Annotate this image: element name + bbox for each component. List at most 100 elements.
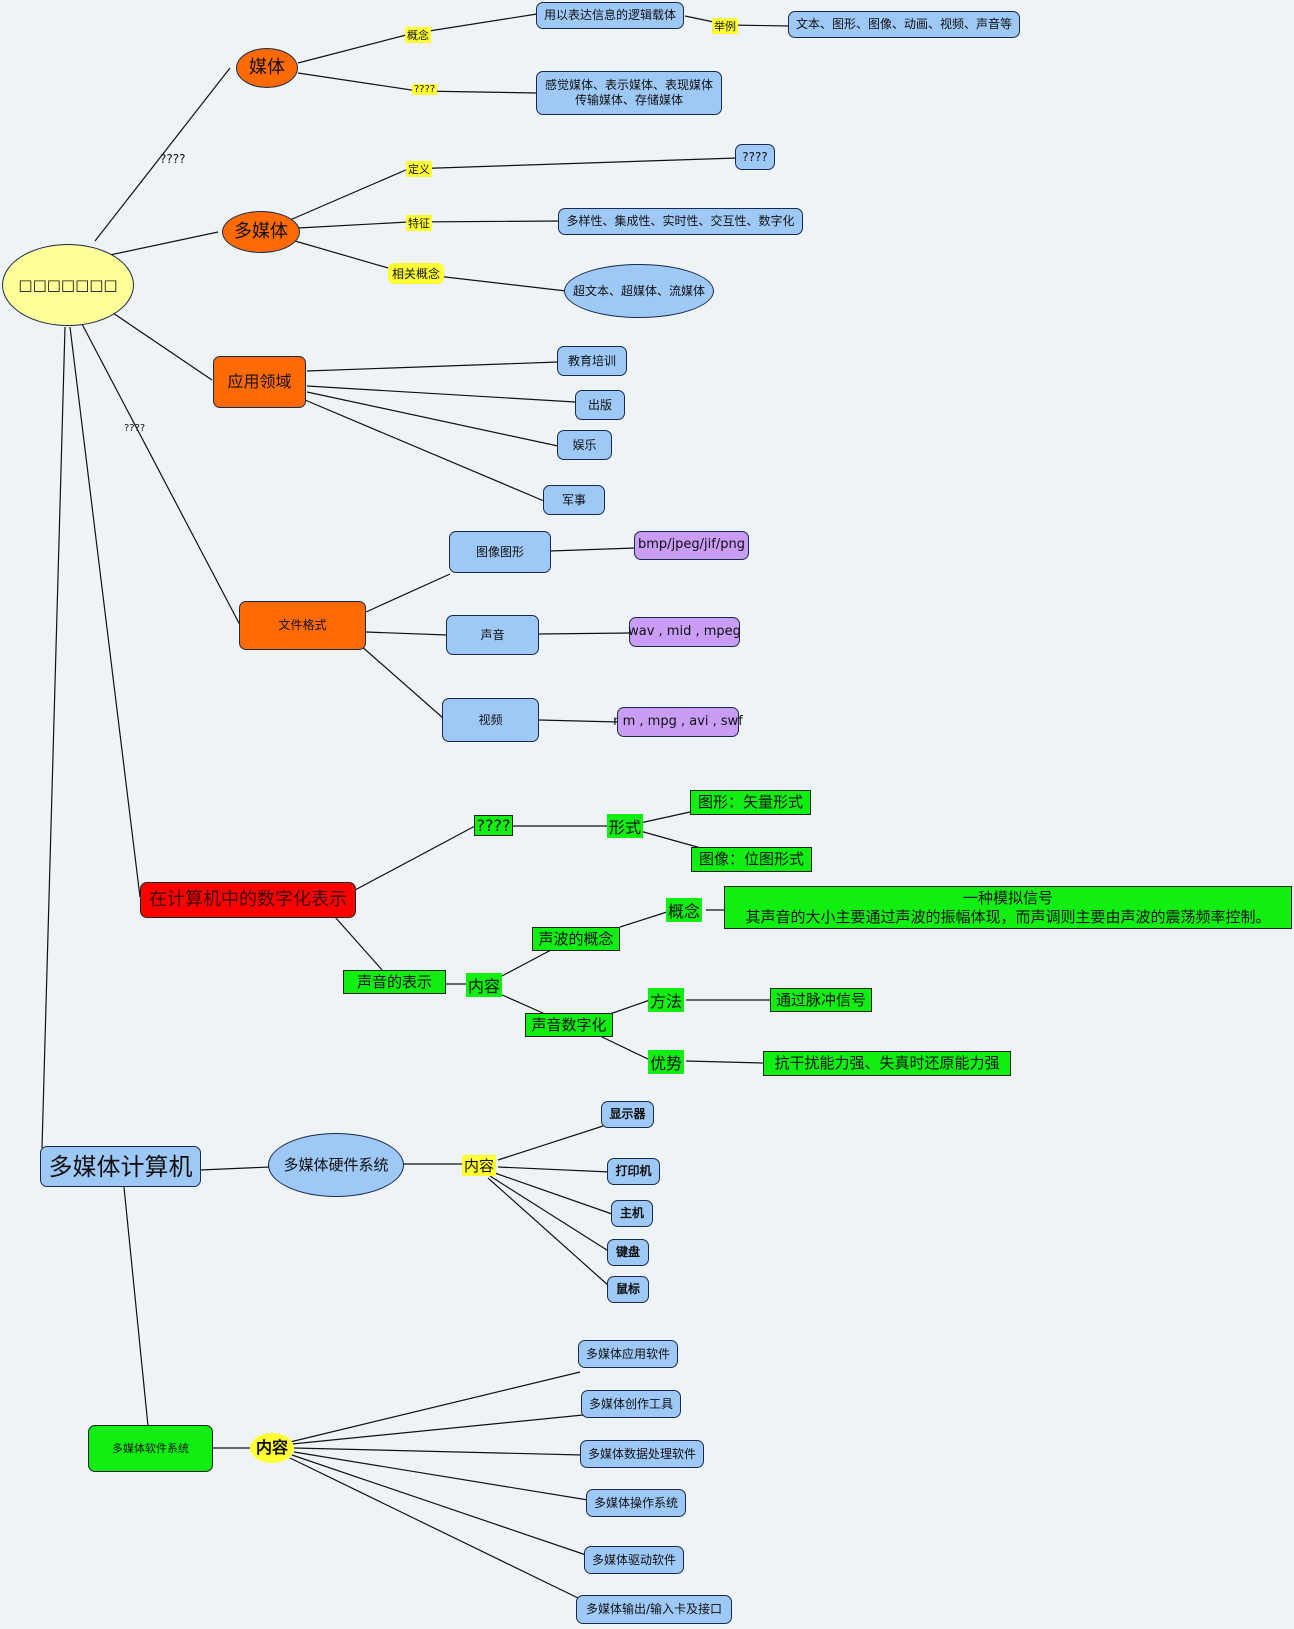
root-node[interactable]: □□□□□□□: [2, 244, 134, 326]
digital-form-label: 形式: [607, 814, 644, 838]
connector: [334, 916, 384, 972]
sound-content-label: 内容: [466, 973, 503, 997]
digitize-method-node[interactable]: 通过脉冲信号: [770, 988, 872, 1012]
connector: [291, 1414, 584, 1445]
media-example-label: 举例: [712, 18, 738, 34]
connector: [639, 811, 691, 824]
connector: [417, 90, 538, 94]
software-item[interactable]: 多媒体数据处理软件: [580, 1440, 704, 1468]
connector: [497, 1125, 604, 1161]
hardware-item[interactable]: 鼠标: [607, 1276, 649, 1303]
connector: [407, 157, 738, 170]
connector: [499, 993, 546, 1015]
apps-item[interactable]: 娱乐: [557, 430, 612, 460]
multimedia-def-label: 定义: [406, 161, 432, 177]
connector: [294, 240, 403, 273]
sound-wave-node[interactable]: 声波的概念: [532, 927, 620, 951]
connector: [289, 1371, 581, 1443]
hardware-item[interactable]: 打印机: [607, 1158, 660, 1185]
connector: [491, 1171, 613, 1215]
multimedia-node[interactable]: 多媒体: [222, 211, 300, 253]
connector: [407, 220, 561, 223]
connector: [538, 719, 619, 723]
multimedia-rel-label: 相关概念: [388, 263, 445, 284]
connector: [291, 1454, 587, 1556]
software-content-label: 内容: [250, 1433, 294, 1463]
connector: [69, 326, 141, 898]
multimedia-feat-node[interactable]: 多样性、集成性、实时性、交互性、数字化: [558, 208, 803, 235]
connector: [297, 33, 411, 64]
connector: [199, 1166, 271, 1171]
connector: [619, 910, 671, 928]
connector: [365, 631, 448, 636]
edge-label-formats: ????: [124, 423, 146, 434]
media-example-node[interactable]: 文本、图形、图像、动画、视频、声音等: [788, 11, 1020, 38]
computer-node[interactable]: 多媒体计算机: [40, 1146, 201, 1187]
connector: [685, 1060, 765, 1064]
connector: [409, 13, 538, 35]
multimedia-def-node[interactable]: ????: [735, 144, 775, 170]
software-item[interactable]: 多媒体驱动软件: [584, 1546, 684, 1574]
format-image-node[interactable]: 图像图形: [449, 531, 551, 573]
sound-repr-node[interactable]: 声音的表示: [343, 970, 446, 994]
sound-digitize-node[interactable]: 声音数字化: [525, 1013, 613, 1037]
format-image-ext[interactable]: bmp/jpeg/jif/png: [634, 531, 749, 560]
connector: [81, 323, 241, 626]
connector: [289, 1457, 579, 1599]
apps-node[interactable]: 应用领域: [213, 356, 306, 408]
connector: [359, 644, 444, 719]
software-item[interactable]: 多媒体应用软件: [578, 1340, 678, 1368]
connector: [306, 385, 576, 403]
connector: [487, 1177, 610, 1287]
media-concept-node[interactable]: 用以表达信息的逻辑载体: [536, 2, 684, 29]
wave-concept-node[interactable]: 一种模拟信号 其声音的大小主要通过声波的振幅体现，而声调则主要由声波的震荡频率控…: [724, 886, 1292, 929]
format-video-node[interactable]: 视频: [442, 698, 539, 742]
connector: [599, 1035, 651, 1061]
apps-item[interactable]: 出版: [575, 390, 625, 420]
software-node[interactable]: 多媒体软件系统: [88, 1425, 213, 1472]
media-concept-label: 概念: [405, 27, 431, 43]
digital-node[interactable]: 在计算机中的数字化表示: [140, 882, 356, 918]
media-classes-line2: 传输媒体、存储媒体: [574, 93, 683, 107]
connector: [297, 221, 409, 229]
connector: [109, 231, 219, 256]
media-classes-line1: 感觉媒体、表示媒体、表现媒体: [544, 78, 713, 92]
hardware-node[interactable]: 多媒体硬件系统: [268, 1133, 404, 1197]
connector: [289, 168, 409, 221]
connector: [549, 547, 636, 552]
formats-node[interactable]: 文件格式: [239, 601, 366, 650]
hardware-item[interactable]: 键盘: [607, 1239, 649, 1266]
apps-item[interactable]: 教育培训: [557, 346, 627, 376]
hardware-item[interactable]: 主机: [611, 1200, 653, 1227]
software-item[interactable]: 多媒体操作系统: [586, 1489, 686, 1517]
digital-picture-node[interactable]: 图像：位图形式: [691, 847, 812, 872]
connector: [306, 361, 559, 372]
media-node[interactable]: 媒体: [236, 48, 298, 88]
software-item[interactable]: 多媒体创作工具: [581, 1390, 681, 1418]
digitize-adv-label: 优势: [648, 1050, 685, 1074]
hardware-item[interactable]: 显示器: [601, 1101, 654, 1128]
digital-q-node[interactable]: ????: [474, 815, 513, 836]
wave-concept-line2: 其声音的大小主要通过声波的振幅体现，而声调则主要由声波的震荡频率控制。: [745, 907, 1271, 926]
wave-concept-label: 概念: [666, 898, 703, 922]
media-classes-node[interactable]: 感觉媒体、表示媒体、表现媒体 传输媒体、存储媒体: [536, 71, 722, 115]
format-sound-ext[interactable]: wav , mid , mpeg: [628, 617, 741, 647]
multimedia-rel-node[interactable]: 超文本、超媒体、流媒体: [564, 264, 714, 318]
apps-item[interactable]: 军事: [543, 485, 605, 515]
format-video-ext[interactable]: r m , mpg , avi , swf: [613, 707, 743, 737]
format-sound-node[interactable]: 声音: [446, 615, 539, 655]
connector: [538, 632, 631, 635]
media-class-label: ????: [412, 84, 438, 95]
connector: [489, 1175, 611, 1253]
connector: [306, 391, 559, 447]
software-item[interactable]: 多媒体输出/输入卡及接口: [576, 1595, 732, 1624]
connector: [41, 326, 66, 1149]
connector: [293, 1451, 589, 1501]
connector: [94, 67, 231, 242]
connector: [639, 830, 709, 851]
digital-graphic-node[interactable]: 图形：矢量形式: [690, 790, 811, 815]
edge-label-media: ????: [160, 152, 186, 166]
digitize-adv-node[interactable]: 抗干扰能力强、失真时还原能力强: [763, 1051, 1011, 1076]
connector: [123, 1186, 149, 1427]
